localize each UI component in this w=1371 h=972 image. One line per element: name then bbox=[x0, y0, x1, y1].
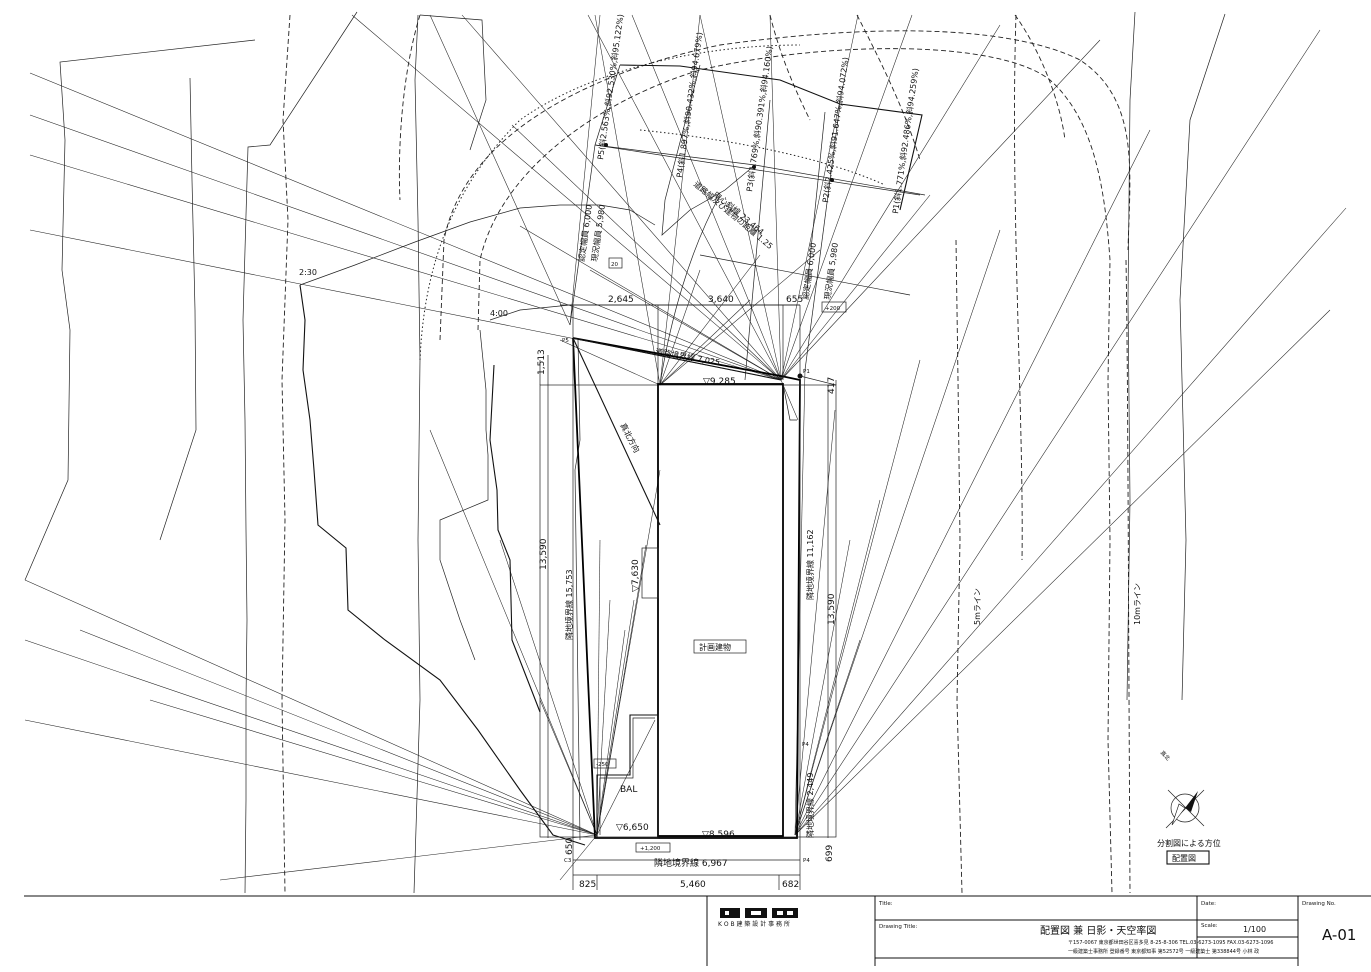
dotted-shadow-boundary bbox=[419, 44, 886, 361]
address-line-2: 一級建築士事務所 登録番号 東京都知事 第52572号 一級建築士 第33884… bbox=[1068, 948, 1259, 955]
level-6650: ▽6,650 bbox=[616, 823, 649, 833]
setback-right-b: 現況幅員 5,980 bbox=[822, 242, 840, 300]
level-9285: ▽9,285 bbox=[703, 377, 736, 387]
corner-label-p4-top: P4 bbox=[802, 742, 809, 748]
adjacent-right-label: 隣地境界線 11,162 bbox=[805, 529, 815, 600]
firm-name: K O B 建 築 設 計 事 務 所 bbox=[718, 920, 790, 928]
tag-20: 20 bbox=[611, 262, 618, 268]
tag-plus1200: +1,200 bbox=[640, 846, 661, 852]
level-7630: ▽7,630 bbox=[631, 559, 641, 592]
dim-699: 699 bbox=[825, 845, 835, 862]
dim-top-2645: 2,645 bbox=[608, 295, 634, 305]
map-tag: 配置図 bbox=[1172, 854, 1196, 863]
road-note-a: 道路幅及び建物の距離 1.25 bbox=[692, 179, 775, 251]
planned-building-label: 計画建物 bbox=[699, 642, 731, 652]
true-north-direction: 真北方向 bbox=[618, 421, 642, 454]
true-north-label: 真北 bbox=[1159, 749, 1173, 763]
scale-value: 1/100 bbox=[1243, 925, 1266, 934]
title-field-label: Title: bbox=[878, 901, 893, 907]
scale-field-label: Scale: bbox=[1201, 923, 1218, 929]
p4-percent-label: P4(斜1.897%,斜90.432%,斜94.679%) bbox=[674, 31, 704, 178]
dim-417: 417 bbox=[827, 377, 837, 394]
time-label-400: 4:00 bbox=[490, 309, 508, 318]
site bbox=[539, 304, 837, 890]
drawing-title-field-label: Drawing Title: bbox=[879, 924, 917, 930]
orientation-note: 分割図による方位 bbox=[1157, 838, 1221, 848]
time-label-230: 2:30 bbox=[299, 268, 317, 277]
road-setback-lines bbox=[299, 64, 926, 386]
dim-left-13590: 13,590 bbox=[539, 538, 549, 570]
corner-label-p4-bottom: P4 bbox=[803, 858, 810, 864]
title-block: K O B 建 築 設 計 事 務 所 Title: Drawing Title… bbox=[24, 895, 1371, 966]
corner-label-c3: C3 bbox=[564, 858, 572, 864]
drawing-number: A-01 bbox=[1322, 926, 1356, 944]
dim-bottom-682: 682 bbox=[782, 880, 799, 890]
site-boundary bbox=[572, 337, 801, 839]
level-8596: ▽8,596 bbox=[702, 830, 735, 840]
north-arrow: 真北 分割図による方位 配置図 bbox=[1157, 749, 1221, 865]
dim-bottom-825: 825 bbox=[579, 880, 596, 890]
dim-top-3640: 3,640 bbox=[708, 295, 734, 305]
corner-label-p1: P1 bbox=[803, 369, 810, 375]
dim-650: 650 bbox=[565, 838, 575, 855]
dim-1513: 1,513 bbox=[537, 349, 547, 375]
five-meter-line-label: 5mライン bbox=[973, 588, 982, 625]
dim-right-13590: 13,590 bbox=[827, 593, 837, 625]
dim-bottom-5460: 5,460 bbox=[680, 880, 706, 890]
adjacent-bottom-label: 隣地境界線 6,967 bbox=[654, 857, 728, 869]
date-field-label: Date: bbox=[1201, 901, 1216, 907]
ten-meter-line-label: 10mライン bbox=[1133, 583, 1142, 625]
address-line-1: 〒157-0067 東京都世田谷区喜多見 8-25-8-306 TEL.03-6… bbox=[1068, 939, 1273, 946]
balcony-label: BAL bbox=[620, 785, 637, 795]
drawing-title: 配置図 兼 日影・天空率図 bbox=[1040, 924, 1156, 937]
adjacent-left-label: 隣地境界線 15,753 bbox=[564, 569, 574, 640]
offset-lines bbox=[281, 14, 1131, 894]
tag-plus200: +200 bbox=[825, 306, 841, 312]
corner-label-p5: P5 bbox=[562, 338, 569, 344]
planned-building bbox=[657, 383, 784, 837]
p5-percent-label: P5(斜2.563%,斜92.530%,斜95.122%) bbox=[595, 13, 625, 160]
drawing-no-field-label: Drawing No. bbox=[1302, 901, 1336, 907]
firm-logo bbox=[720, 908, 798, 918]
adjacent-right-lower-label: 隣地境界線 2,449 bbox=[805, 773, 815, 838]
balcony-outline bbox=[596, 714, 659, 839]
tag-minus250: -250 bbox=[596, 762, 609, 768]
shadow-contour bbox=[299, 284, 586, 846]
dim-top-655: 655 bbox=[786, 295, 803, 305]
shadow-lines bbox=[24, 11, 1347, 894]
